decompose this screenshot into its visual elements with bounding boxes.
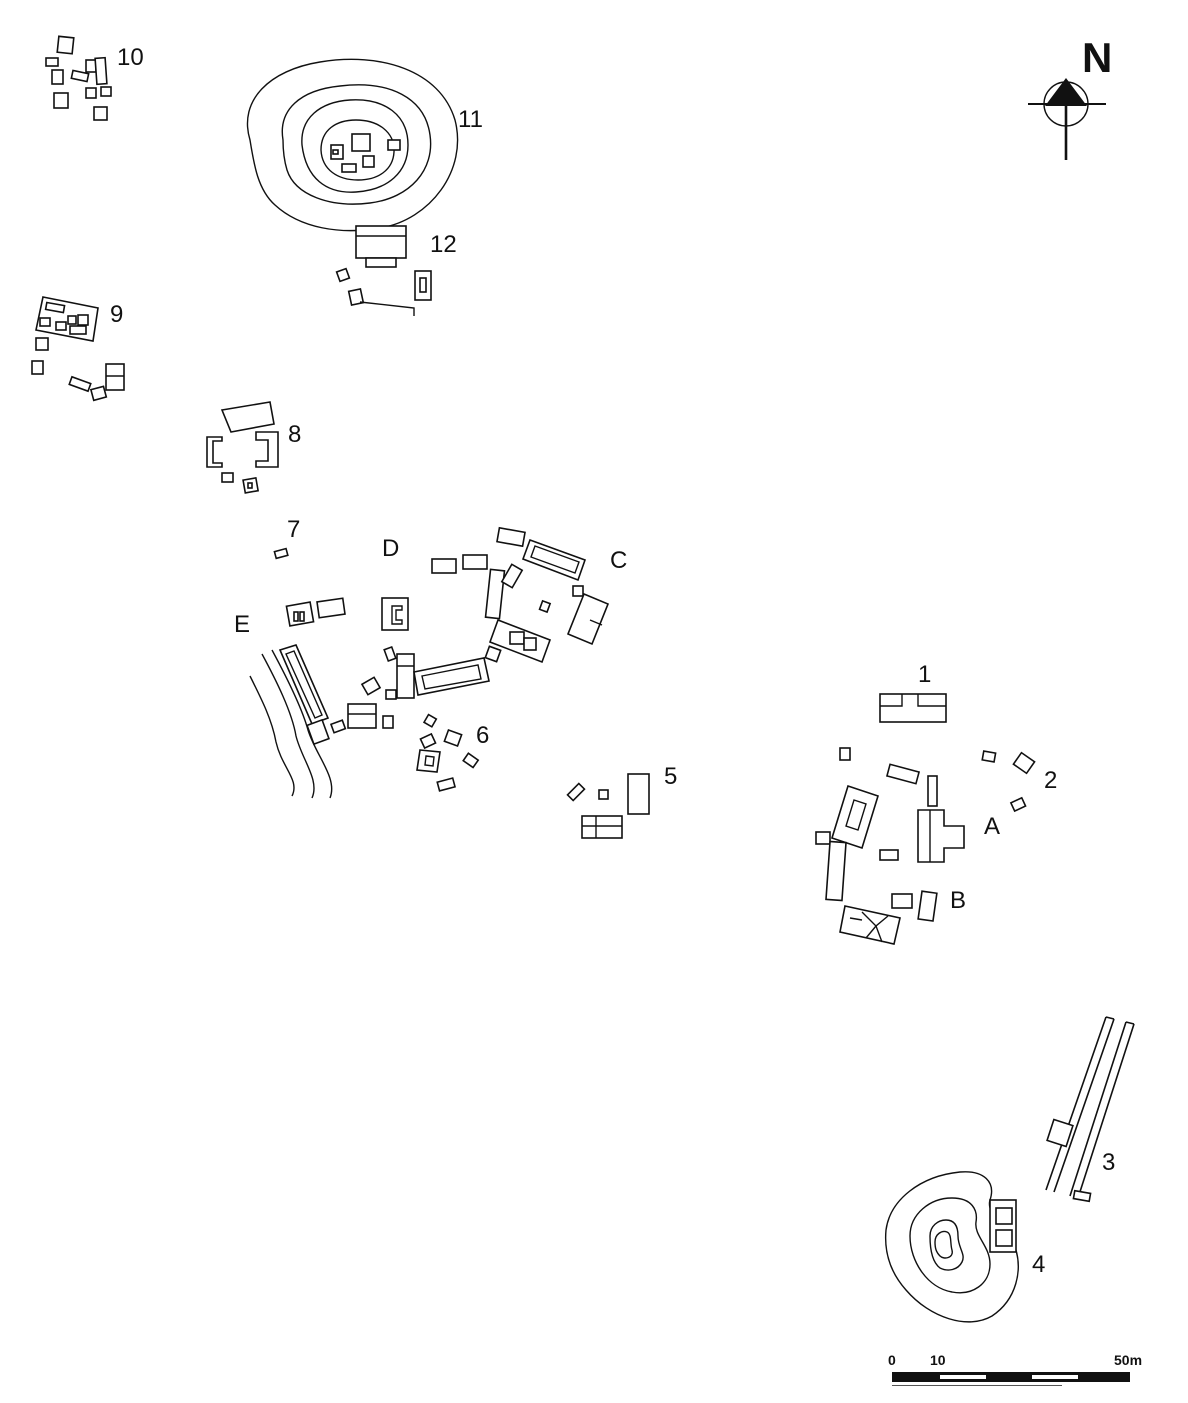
site-label-6: 6 [476,722,489,749]
site-9-buildings [31,296,125,402]
scale-label-fifty: 50m [1114,1352,1143,1368]
site-label-1: 1 [918,661,931,688]
site-7-building [273,547,289,560]
site-label-8: 8 [288,421,301,448]
site-label-2: 2 [1044,767,1057,794]
scale-label-ten: 10 [930,1352,946,1368]
group-a-b-buildings [815,747,965,945]
site-label-11: 11 [458,106,483,133]
scale-segment-white-1 [940,1375,986,1379]
site-label-9: 9 [110,301,123,328]
site-label-12: 12 [430,231,457,258]
site-2-buildings [981,750,1036,813]
site-3-structure [1045,1016,1135,1203]
site-label-3: 3 [1102,1149,1115,1176]
scale-bar-container: 0 10 50m [884,1352,1144,1392]
group-label-d: D [382,535,399,562]
north-label: N [1082,34,1112,81]
group-label-b: B [950,887,966,914]
site-11-mound [246,58,459,232]
site-8-buildings [206,401,279,494]
scale-bar-graphic [892,1372,1130,1382]
site-4-mound [884,1171,1019,1323]
stream-lines [249,649,333,799]
central-complex-buildings [278,526,610,746]
group-label-c: C [610,547,627,574]
site-label-5: 5 [664,763,677,790]
site-label-7: 7 [287,516,300,543]
north-arrow-icon [1028,78,1106,160]
scale-segment-white-2 [1032,1375,1078,1379]
site-10-buildings [45,35,112,121]
scale-underline [892,1385,1062,1386]
scale-label-zero: 0 [888,1352,896,1368]
group-label-e: E [234,611,250,638]
site-12-buildings [335,225,432,316]
site-1-buildings [879,693,947,723]
site-label-10: 10 [117,44,144,71]
group-label-a: A [984,813,1000,840]
site-label-4: 4 [1032,1251,1045,1278]
site-6-buildings [416,713,480,792]
site-5-buildings [566,773,650,839]
